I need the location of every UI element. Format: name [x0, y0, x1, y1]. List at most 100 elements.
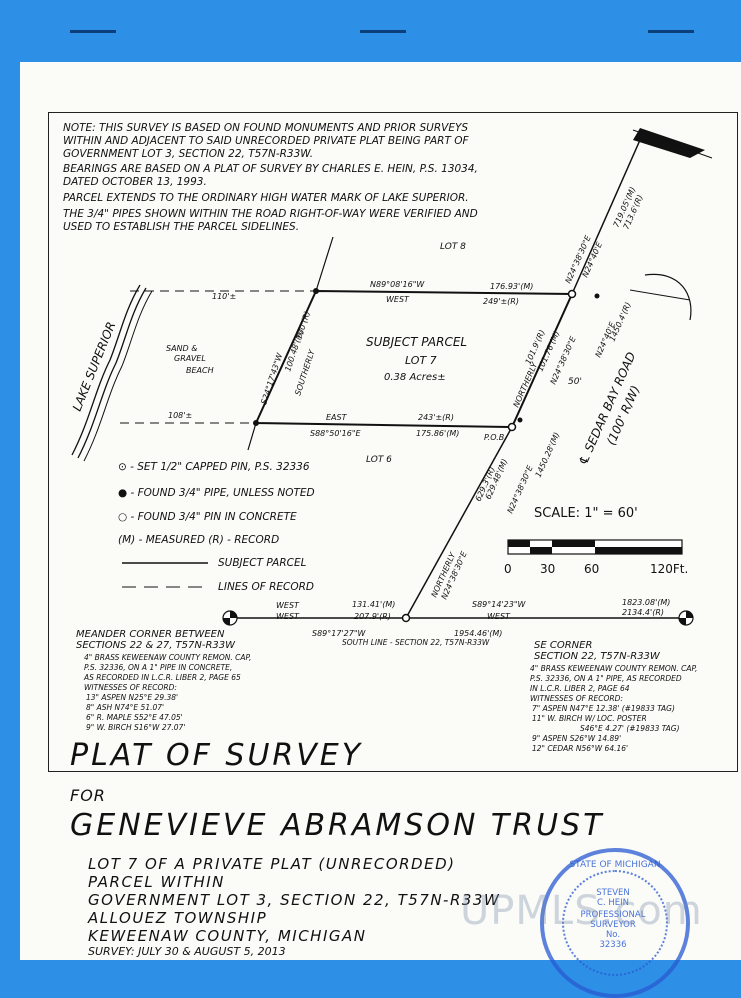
subject-lot: LOT 7: [405, 354, 437, 367]
punch-mark: [648, 30, 694, 33]
north-dir: WEST: [386, 295, 410, 304]
note-line: GOVERNMENT LOT 3, SECTION 22, T57N-R33W.: [63, 148, 314, 160]
seal-text: SURVEYOR: [590, 920, 636, 930]
sec-record-1: 207.9'(R): [354, 612, 391, 621]
surveyor-seal: STATE OF MICHIGAN STEVEN C. HEIN PROFESS…: [540, 848, 690, 998]
subject-title: SUBJECT PARCEL: [366, 335, 467, 349]
legend-found-pin: ○ - FOUND 3/4" PIN IN CONCRETE: [118, 511, 297, 523]
se-corner-title: SE CORNER: [534, 640, 593, 651]
title-for: FOR: [70, 786, 106, 805]
seal-text: STATE OF MICHIGAN: [569, 860, 661, 870]
scale-tick: 60: [584, 562, 600, 576]
north-record: 249'±(R): [483, 297, 519, 306]
low-right-bearing: N24°38'30"E: [506, 463, 536, 515]
north-measured: 176.93'(M): [490, 282, 533, 291]
seal-text: PROFESSIONAL: [580, 910, 646, 920]
beach-label: SAND &: [166, 344, 197, 353]
beach-label: GRAVEL: [174, 354, 206, 363]
desc-line: LOT 7 OF A PRIVATE PLAT (UNRECORDED): [88, 855, 456, 873]
road-width: 50': [568, 377, 582, 387]
note-line: PARCEL EXTENDS TO THE ORDINARY HIGH WATE…: [63, 192, 469, 204]
south-record: 243'±(R): [418, 413, 454, 422]
seal-text: No.: [605, 930, 621, 940]
meander-line: SECTIONS 22 & 27, T57N-R33W: [76, 640, 236, 651]
note-line: BEARINGS ARE BASED ON A PLAT OF SURVEY B…: [63, 163, 478, 175]
note-line: NOTE: THIS SURVEY IS BASED ON FOUND MONU…: [63, 122, 469, 134]
scale-label: SCALE: 1" = 60': [534, 506, 638, 521]
legend-lines-of-record: LINES OF RECORD: [218, 581, 314, 593]
meander-title: MEANDER CORNER BETWEEN: [76, 629, 225, 640]
se-corner-line: SECTION 22, T57N-R33W: [534, 651, 660, 662]
desc-line: ALLOUEZ TOWNSHIP: [88, 909, 268, 927]
desc-line: GOVERNMENT LOT 3, SECTION 22, T57N-R33W: [88, 891, 501, 909]
seal-text: 32336: [599, 940, 627, 950]
se-corner-line: IN L.C.R. LIBER 2, PAGE 64: [530, 684, 630, 693]
note-line: USED TO ESTABLISH THE PARCEL SIDELINES.: [63, 221, 300, 233]
meander-line: 9" W. BIRCH S16°W 27.07': [86, 723, 186, 732]
north-offset: 110'±: [212, 292, 236, 301]
meander-line: AS RECORDED IN L.C.R. LIBER 2, PAGE 65: [84, 673, 241, 682]
punch-mark: [70, 30, 116, 33]
se-corner-line: 7" ASPEN N47°E 12.38' (#19833 TAG): [532, 704, 675, 713]
se-corner-line: P.S. 32336, ON A 1" PIPE, AS RECORDED: [530, 674, 682, 683]
south-bearing: S88°50'16"E: [310, 429, 361, 438]
sec-record-3: 2134.4'(R): [622, 608, 664, 617]
plat-title: PLAT OF SURVEY: [70, 738, 364, 773]
meander-line: 6" R. MAPLE S52°E 47.05': [86, 713, 183, 722]
plat-border: [48, 112, 738, 772]
watermark: UPMLS.com: [460, 888, 703, 934]
sec-bearing-1: S89°17'27"W: [312, 629, 366, 638]
se-corner-line: 12" CEDAR N56°W 64.16': [532, 744, 629, 753]
note-line: DATED OCTOBER 13, 1993.: [63, 176, 207, 188]
legend-subject-parcel: SUBJECT PARCEL: [218, 557, 307, 569]
client-name: GENEVIEVE ABRAMSON TRUST: [70, 808, 605, 843]
note-line: THE 3/4" PIPES SHOWN WITHIN THE ROAD RIG…: [63, 208, 478, 220]
survey-sheet: [20, 62, 741, 960]
seal-text: C. HEIN: [597, 898, 629, 908]
sec-bearing-2: S89°14'23"W: [472, 600, 526, 609]
sec-west-1: WEST: [276, 601, 300, 610]
scale-tick: 120Ft.: [650, 562, 689, 576]
subject-area: 0.38 Acres±: [384, 372, 446, 383]
east-dir: NORTHERLY: [512, 360, 540, 408]
beach-label: BEACH: [186, 366, 214, 375]
pob-label: P.O.B.: [484, 433, 507, 442]
low-right-measured: 1450.28'(M): [534, 431, 562, 479]
south-measured: 175.86'(M): [416, 429, 459, 438]
south-dir: EAST: [326, 413, 348, 422]
sec-measured-1: 131.41'(M): [352, 600, 395, 609]
meander-line: P.S. 32336, ON A 1" PIPE IN CONCRETE,: [84, 663, 233, 672]
west-bearing: S24°17'43"W: [259, 351, 284, 406]
se-corner-line: 11" W. BIRCH W/ LOC. POSTER: [532, 714, 647, 723]
lot6-label: LOT 6: [366, 455, 392, 465]
seal-text: STEVEN: [596, 888, 630, 898]
west-record: 100'(R): [294, 310, 312, 341]
se-corner-line: WITNESSES OF RECORD:: [530, 694, 623, 703]
legend-found-pipe: ● - FOUND 3/4" PIPE, UNLESS NOTED: [118, 487, 315, 499]
se-corner-line: 9" ASPEN S26°W 14.89': [532, 734, 622, 743]
sec-total: 1954.46'(M): [454, 629, 502, 638]
meander-line: 8" ASH N74°E 51.07': [86, 703, 165, 712]
meander-line: WITNESSES OF RECORD:: [84, 683, 177, 692]
road-record: 1450.4'(R): [608, 301, 633, 343]
plat-map: LAKE SUPERIOR LOT 8 LOT 6 SAND & GRAVEL …: [70, 128, 713, 647]
se-corner-line: S46°E 4.27' (#19833 TAG): [580, 724, 680, 733]
se-corner-marker: [678, 610, 694, 626]
legend-measured-record: (M) - MEASURED (R) - RECORD: [118, 534, 280, 546]
meander-line: 4" BRASS KEWEENAW COUNTY REMON. CAP,: [84, 653, 252, 662]
scale-tick: 30: [540, 562, 556, 576]
punch-mark: [360, 30, 406, 33]
meander-corner-marker: [222, 610, 238, 626]
north-bearing: N89°08'16"W: [370, 280, 425, 289]
sec-west-2: WEST: [276, 612, 300, 621]
south-offset: 108'±: [168, 411, 192, 420]
desc-line: PARCEL WITHIN: [88, 873, 225, 891]
note-line: WITHIN AND ADJACENT TO SAID UNRECORDED P…: [63, 135, 469, 147]
se-corner-line: 4" BRASS KEWEENAW COUNTY REMON. CAP,: [530, 664, 698, 673]
lot8-label: LOT 8: [440, 242, 466, 252]
sec-measured-3: 1823.08'(M): [622, 598, 670, 607]
desc-survey-date: SURVEY: JULY 30 & AUGUST 5, 2013: [88, 945, 286, 958]
sec-line-label: SOUTH LINE - SECTION 22, T57N-R33W: [342, 638, 490, 647]
scale-tick: 0: [504, 562, 512, 576]
sec-west-3: WEST: [487, 612, 511, 621]
